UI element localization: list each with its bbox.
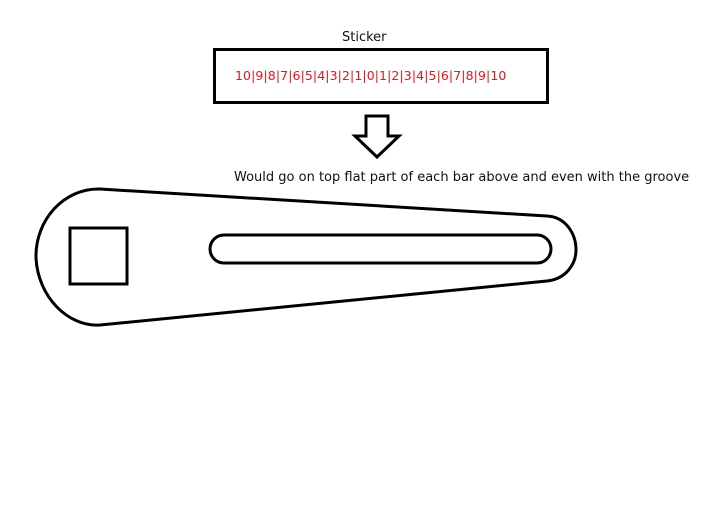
sticker-title: Sticker	[342, 30, 387, 45]
groove-slot	[208, 233, 553, 265]
down-arrow-icon	[351, 114, 403, 160]
square-hole	[68, 226, 129, 286]
description-text: Would go on top flat part of each bar ab…	[234, 170, 690, 185]
bar-outline	[34, 187, 578, 327]
sticker-box: 10|9|8|7|6|5|4|3|2|1|0|1|2|3|4|5|6|7|8|9…	[213, 48, 549, 104]
sticker-scale-text: 10|9|8|7|6|5|4|3|2|1|0|1|2|3|4|5|6|7|8|9…	[235, 68, 507, 83]
